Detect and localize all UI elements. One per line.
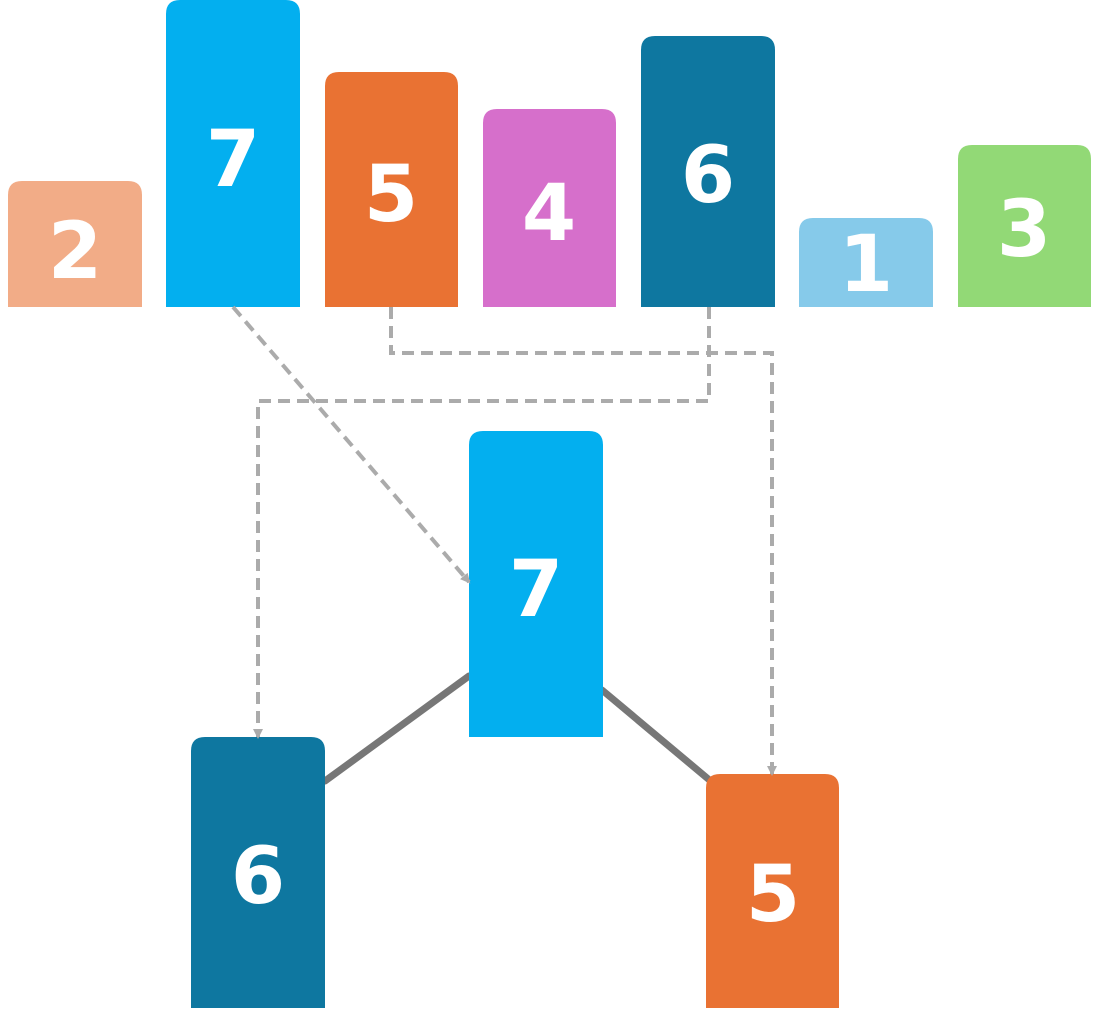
tree-node-right-label: 5 [746,850,800,940]
tree-node-root-label: 7 [509,545,563,635]
connector-arrows [231,305,777,776]
array-bar-6: 1 [799,218,933,310]
tree-node-right-shape [706,774,839,1008]
tree-node-root: 7 [469,431,603,737]
array-bar-3: 5 [325,72,458,307]
arrow-to-right-child [389,307,777,776]
edge-root-left [321,672,473,785]
array-bar-7: 3 [958,145,1091,307]
tree-node-left-label: 6 [231,832,285,922]
arrow-to-root [231,305,471,584]
array-bar-5-label: 6 [681,131,735,221]
array-bar-4: 4 [483,109,616,307]
array-bar-1-shape [8,181,142,307]
array-bar-2-label: 7 [206,115,260,205]
array-bar-4-shape [483,109,616,307]
array-bar-3-shape [325,72,458,307]
array-bar-5-shape [641,36,775,307]
tree-node-right: 5 [706,774,839,1008]
array-bar-1-label: 2 [48,207,102,297]
tree-node-left-shape [191,737,325,1008]
array-bar-4-label: 4 [522,169,576,259]
array-bar-6-shape [799,218,933,307]
tree-edges [321,672,717,787]
tree-node-root-shape [469,431,603,737]
array-bar-5: 6 [641,36,775,307]
array-bar-2: 7 [166,0,300,307]
array-bar-1: 2 [8,181,142,307]
array-bar-6-label: 1 [839,220,893,310]
array-bar-2-shape [166,0,300,307]
edge-root-right [598,686,717,787]
array-bar-7-label: 3 [997,185,1051,275]
array-row: 2 7 5 4 6 1 3 [8,0,1091,310]
tree-node-left: 6 [191,737,325,1008]
array-bar-3-label: 5 [364,150,418,240]
array-bar-7-shape [958,145,1091,307]
tree-nodes: 7 6 5 [191,431,839,1008]
